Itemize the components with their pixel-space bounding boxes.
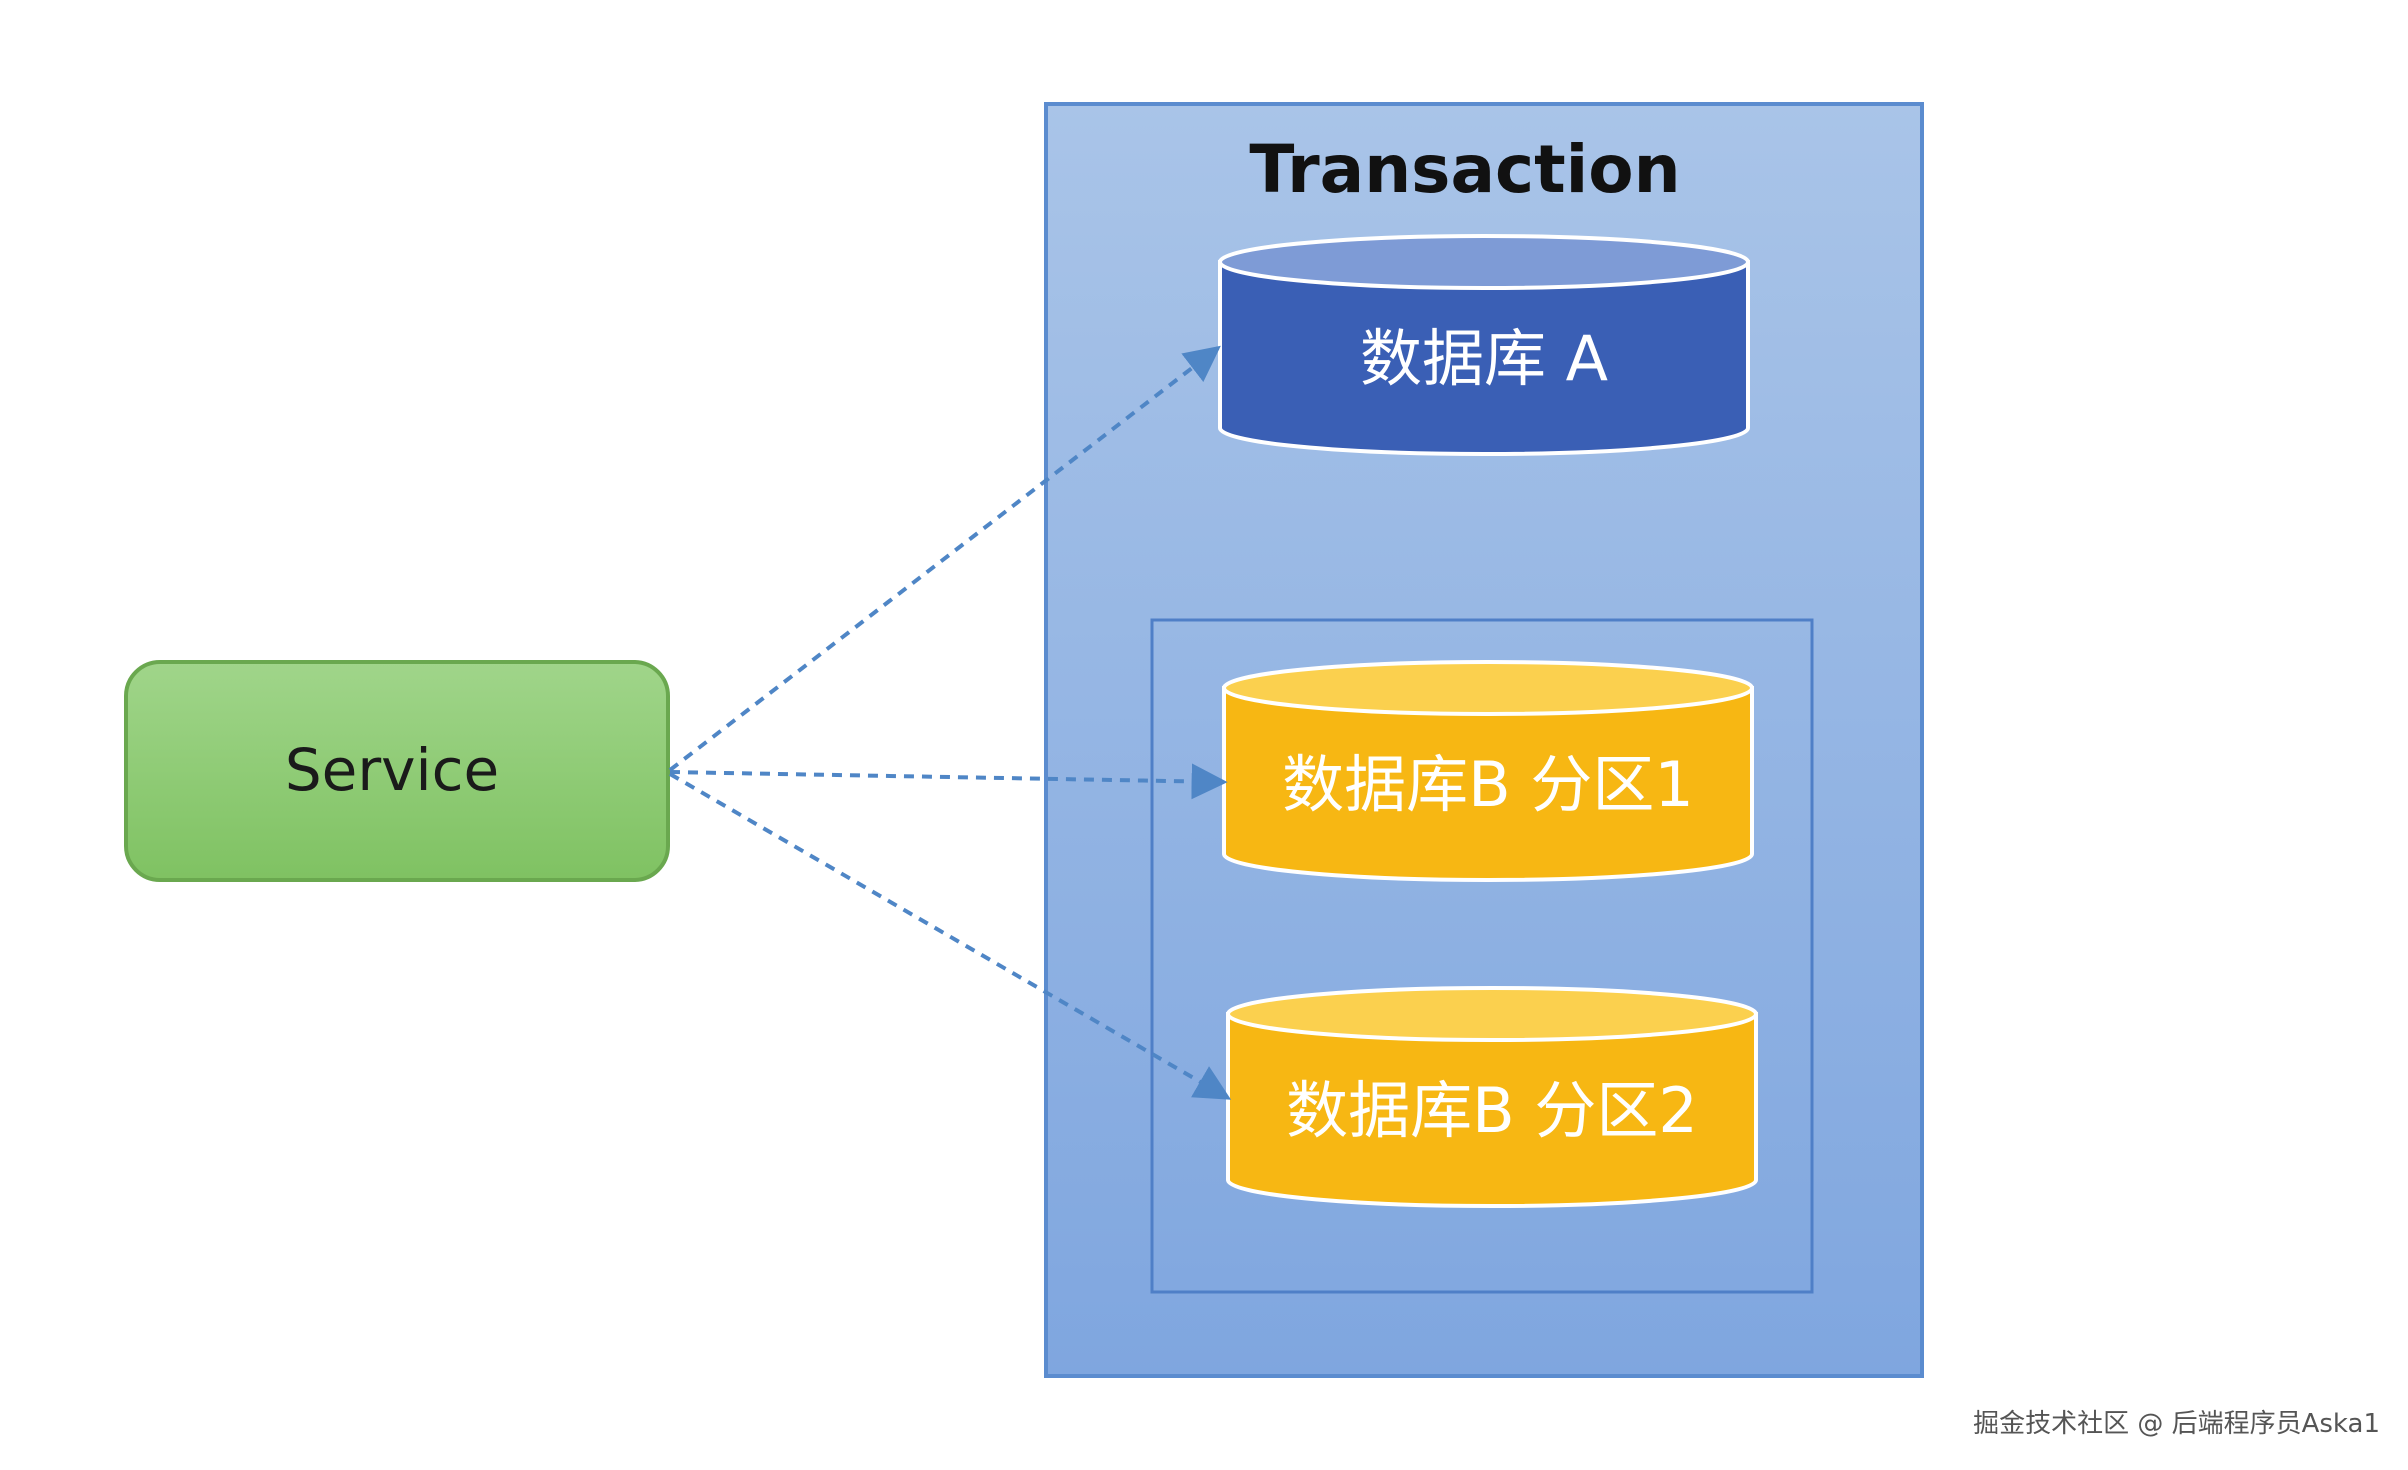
database-b2-label: 数据库B 分区2	[1286, 1074, 1698, 1147]
database-b-partition-2: 数据库B 分区2	[1226, 986, 1758, 1208]
database-b1-body	[1222, 686, 1754, 882]
database-a-top	[1218, 234, 1750, 290]
database-b1-label: 数据库B 分区1	[1282, 748, 1694, 821]
transaction-title: Transaction	[1249, 131, 1680, 208]
database-b-partition-1: 数据库B 分区1	[1222, 660, 1754, 882]
database-a-label: 数据库 A	[1360, 322, 1608, 395]
database-b2-body	[1226, 1012, 1758, 1208]
partition-group-box	[1150, 618, 1814, 1294]
database-a: 数据库 A	[1218, 234, 1750, 456]
service-node: Service	[124, 660, 670, 882]
service-box	[124, 660, 670, 882]
arrow-service-to-db-b1	[669, 763, 1228, 800]
database-a-body	[1218, 260, 1750, 456]
database-b2-top	[1226, 986, 1758, 1042]
arrows	[668, 345, 1232, 1100]
arrow-service-to-db-a	[668, 345, 1221, 772]
watermark: 掘金技术社区 @ 后端程序员Aska1	[1973, 1409, 2380, 1439]
service-label: Service	[285, 736, 499, 804]
database-b1-top	[1222, 660, 1754, 716]
